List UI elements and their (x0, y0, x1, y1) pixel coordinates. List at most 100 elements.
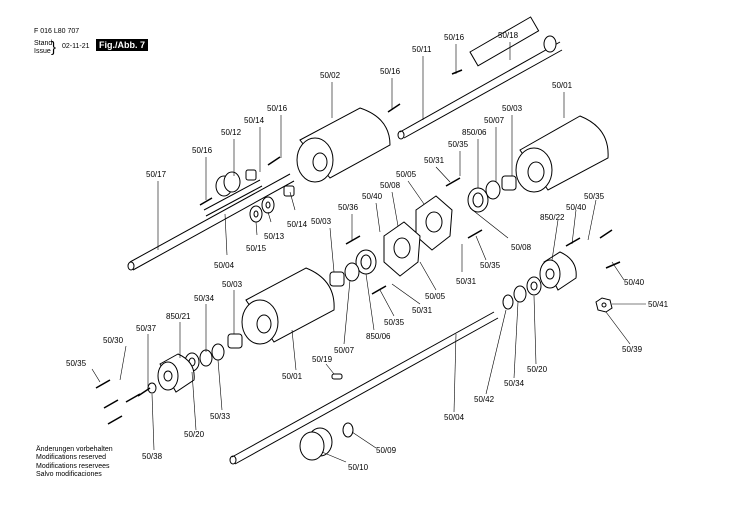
label-50-18: 50/18 (498, 31, 519, 40)
note-line: Modifications reservees (36, 462, 110, 470)
label-50-03: 50/03 (502, 104, 523, 113)
brace-glyph: } (51, 39, 57, 56)
gear-small-upper (215, 171, 241, 197)
label-50-31: 50/31 (456, 277, 477, 286)
label-850-06: 850/06 (462, 128, 487, 137)
ring-50-33 (211, 343, 225, 361)
label-50-34: 50/34 (504, 379, 525, 388)
label-50-39: 50/39 (622, 345, 643, 354)
label-50-35: 50/35 (584, 192, 605, 201)
label-50-02: 50/02 (320, 71, 341, 80)
long-shaft-lower (229, 311, 499, 465)
label-850-22: 850/22 (540, 213, 565, 222)
label-50-07: 50/07 (484, 116, 505, 125)
label-50-36: 50/36 (338, 203, 359, 212)
bushing-50-14 (283, 185, 295, 197)
label-50-16: 50/16 (192, 146, 213, 155)
figure-badge: Fig./Abb. 7 (96, 39, 148, 51)
shaft-mid (203, 179, 263, 217)
label-50-37: 50/37 (136, 324, 157, 333)
label-50-38: 50/38 (142, 452, 163, 461)
label-50-16: 50/16 (380, 67, 401, 76)
notes-block: Änderungen vorbehalten Modifications res… (36, 446, 113, 480)
label-50-40: 50/40 (624, 278, 645, 287)
washer-50-15 (249, 205, 263, 223)
label-50-40: 50/40 (566, 203, 587, 212)
drum-upper-middle (296, 107, 391, 183)
label-50-09: 50/09 (376, 446, 397, 455)
bearing-50-34-right (513, 285, 527, 303)
label-50-41: 50/41 (648, 300, 669, 309)
label-50-31: 50/31 (424, 156, 445, 165)
drum-upper-right (515, 115, 609, 193)
long-shaft-upper (397, 16, 563, 140)
note-line: Salvo modificaciones (36, 471, 102, 479)
key-50-19 (331, 373, 343, 380)
issue-date: 02-11-21 (62, 43, 90, 50)
label-50-40: 50/40 (362, 192, 383, 201)
label-50-17: 50/17 (146, 170, 167, 179)
label-50-42: 50/42 (474, 395, 495, 404)
label-50-07: 50/07 (334, 346, 355, 355)
label-50-35: 50/35 (480, 261, 501, 270)
label-50-08: 50/08 (380, 181, 401, 190)
flange-50-05-lower (383, 221, 421, 277)
washer-50-09 (342, 422, 354, 438)
issue-label: Issue (34, 48, 51, 55)
label-50-35: 50/35 (66, 359, 87, 368)
ring-850-06-upper (467, 187, 489, 213)
label-50-12: 50/12 (221, 128, 242, 137)
label-50-16: 50/16 (267, 104, 288, 113)
hub-850-21 (157, 353, 195, 393)
label-50-35: 50/35 (384, 318, 405, 327)
label-50-14: 50/14 (287, 220, 308, 229)
screws (95, 69, 621, 425)
label-50-05: 50/05 (425, 292, 446, 301)
label-50-20: 50/20 (184, 430, 205, 439)
label-50-30: 50/30 (103, 336, 124, 345)
part-labels: 50/16 50/18 50/11 50/16 50/02 50/01 50/1… (66, 31, 669, 472)
label-50-04: 50/04 (214, 261, 235, 270)
label-50-34: 50/34 (194, 294, 215, 303)
label-50-35: 50/35 (448, 140, 469, 149)
drum-lower (241, 267, 335, 345)
label-50-16: 50/16 (444, 33, 465, 42)
note-line: Modifications reserved (36, 454, 107, 462)
shaft-left (127, 173, 295, 271)
washer-50-13 (261, 196, 275, 214)
ring-50-07-lower (344, 262, 360, 282)
label-50-03: 50/03 (311, 217, 332, 226)
label-850-06: 850/06 (366, 332, 391, 341)
nut-50-41 (595, 297, 613, 313)
sleeve-50-03-lower (227, 333, 243, 349)
label-50-01: 50/01 (552, 81, 573, 90)
label-50-05: 50/05 (396, 170, 417, 179)
bearing-50-34-left (199, 349, 213, 367)
leader-lines (91, 42, 646, 463)
label-50-15: 50/15 (246, 244, 267, 253)
label-50-19: 50/19 (312, 355, 333, 364)
bearing-50-20-right (526, 276, 542, 296)
flange-50-05-upper (415, 195, 453, 251)
hub-850-22 (539, 251, 577, 291)
label-50-04: 50/04 (444, 413, 465, 422)
label-50-33: 50/33 (210, 412, 231, 421)
sleeve-50-03-upper (501, 175, 517, 191)
ring-50-07-upper (485, 180, 501, 200)
note-line: Änderungen vorbehalten (36, 446, 113, 453)
label-50-20: 50/20 (527, 365, 548, 374)
label-50-10: 50/10 (348, 463, 369, 472)
sleeve-50-03-mid (329, 271, 345, 287)
washer-50-38 (147, 382, 157, 394)
label-850-21: 850/21 (166, 312, 191, 321)
label-50-11: 50/11 (412, 45, 432, 54)
label-50-01: 50/01 (282, 372, 303, 381)
doc-number: F 016 L80 707 (34, 28, 80, 35)
ring-50-42 (502, 294, 514, 310)
bushing-upper (245, 169, 257, 181)
gear-50-10 (299, 427, 333, 461)
stand-label: Stand (34, 40, 53, 47)
label-50-03: 50/03 (222, 280, 243, 289)
label-50-13: 50/13 (264, 232, 285, 241)
